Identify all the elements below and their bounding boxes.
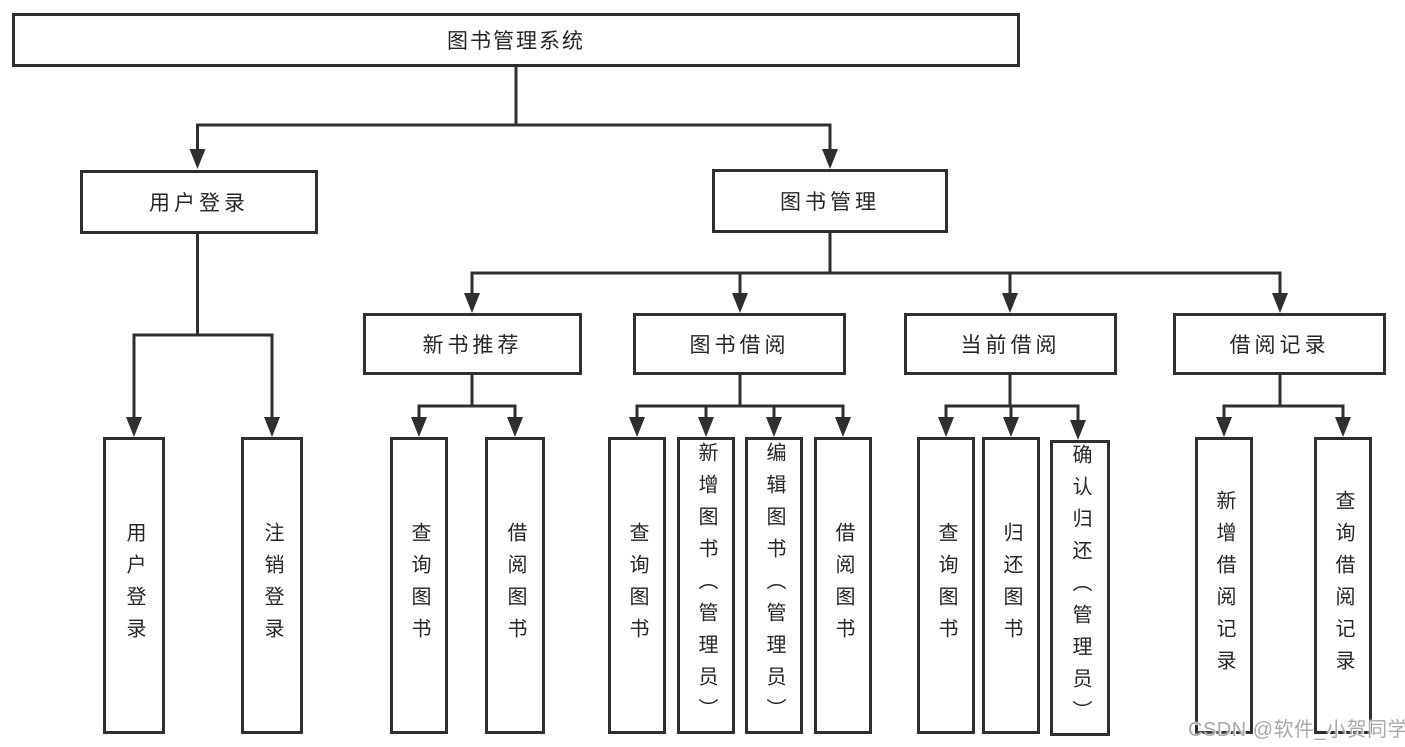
leaf-add-book-admin: 新增图书（管理员） (677, 437, 735, 734)
node-book-management-label: 图书管理 (780, 191, 880, 214)
leaf-borrow-books-borrowing-label: 借阅图书 (832, 521, 854, 650)
leaf-edit-book-admin-label: 编辑图书（管理员） (763, 441, 785, 730)
leaf-edit-book-admin: 编辑图书（管理员） (745, 437, 803, 734)
leaf-user-login: 用户登录 (103, 437, 165, 734)
leaf-add-borrow-record: 新增借阅记录 (1195, 437, 1253, 734)
node-user-login-label: 用户登录 (149, 192, 249, 215)
leaf-confirm-return-admin: 确认归还（管理员） (1050, 440, 1110, 736)
leaf-logout-login: 注销登录 (241, 437, 303, 734)
leaf-return-books: 归还图书 (982, 437, 1040, 734)
leaf-query-borrow-record-label: 查询借阅记录 (1332, 489, 1354, 682)
leaf-borrow-books-recommend: 借阅图书 (485, 437, 545, 734)
node-borrowing-records: 借阅记录 (1173, 313, 1386, 375)
node-book-borrowing-label: 图书借阅 (689, 334, 790, 357)
leaf-confirm-return-admin-label: 确认归还（管理员） (1069, 444, 1091, 732)
leaf-borrow-books-borrowing: 借阅图书 (814, 437, 872, 734)
node-new-book-recommend-label: 新书推荐 (422, 334, 523, 357)
leaf-add-book-admin-label: 新增图书（管理员） (695, 441, 717, 730)
leaf-query-books-current-label: 查询图书 (935, 521, 957, 650)
node-user-login: 用户登录 (80, 170, 318, 234)
node-root-label: 图书管理系统 (447, 30, 585, 53)
node-new-book-recommend: 新书推荐 (363, 313, 582, 375)
leaf-borrow-books-recommend-label: 借阅图书 (504, 521, 526, 650)
leaf-query-books-recommend: 查询图书 (390, 437, 448, 734)
leaf-query-books-borrowing: 查询图书 (608, 437, 666, 734)
leaf-add-borrow-record-label: 新增借阅记录 (1213, 489, 1235, 682)
leaf-query-books-recommend-label: 查询图书 (408, 521, 430, 650)
leaf-user-login-label: 用户登录 (123, 521, 145, 650)
node-current-borrowing-label: 当前借阅 (960, 334, 1061, 357)
node-book-borrowing: 图书借阅 (633, 313, 846, 375)
leaf-logout-login-label: 注销登录 (261, 521, 283, 650)
leaf-query-books-current: 查询图书 (917, 437, 975, 734)
node-borrowing-records-label: 借阅记录 (1229, 334, 1330, 357)
node-current-borrowing: 当前借阅 (904, 313, 1117, 375)
leaf-query-books-borrowing-label: 查询图书 (626, 521, 648, 650)
node-book-management: 图书管理 (712, 169, 948, 233)
leaf-query-borrow-record: 查询借阅记录 (1314, 437, 1372, 734)
leaf-return-books-label: 归还图书 (1000, 521, 1022, 650)
node-root: 图书管理系统 (12, 13, 1020, 67)
watermark-text: CSDN @软件_小贺同学 (1188, 719, 1405, 741)
